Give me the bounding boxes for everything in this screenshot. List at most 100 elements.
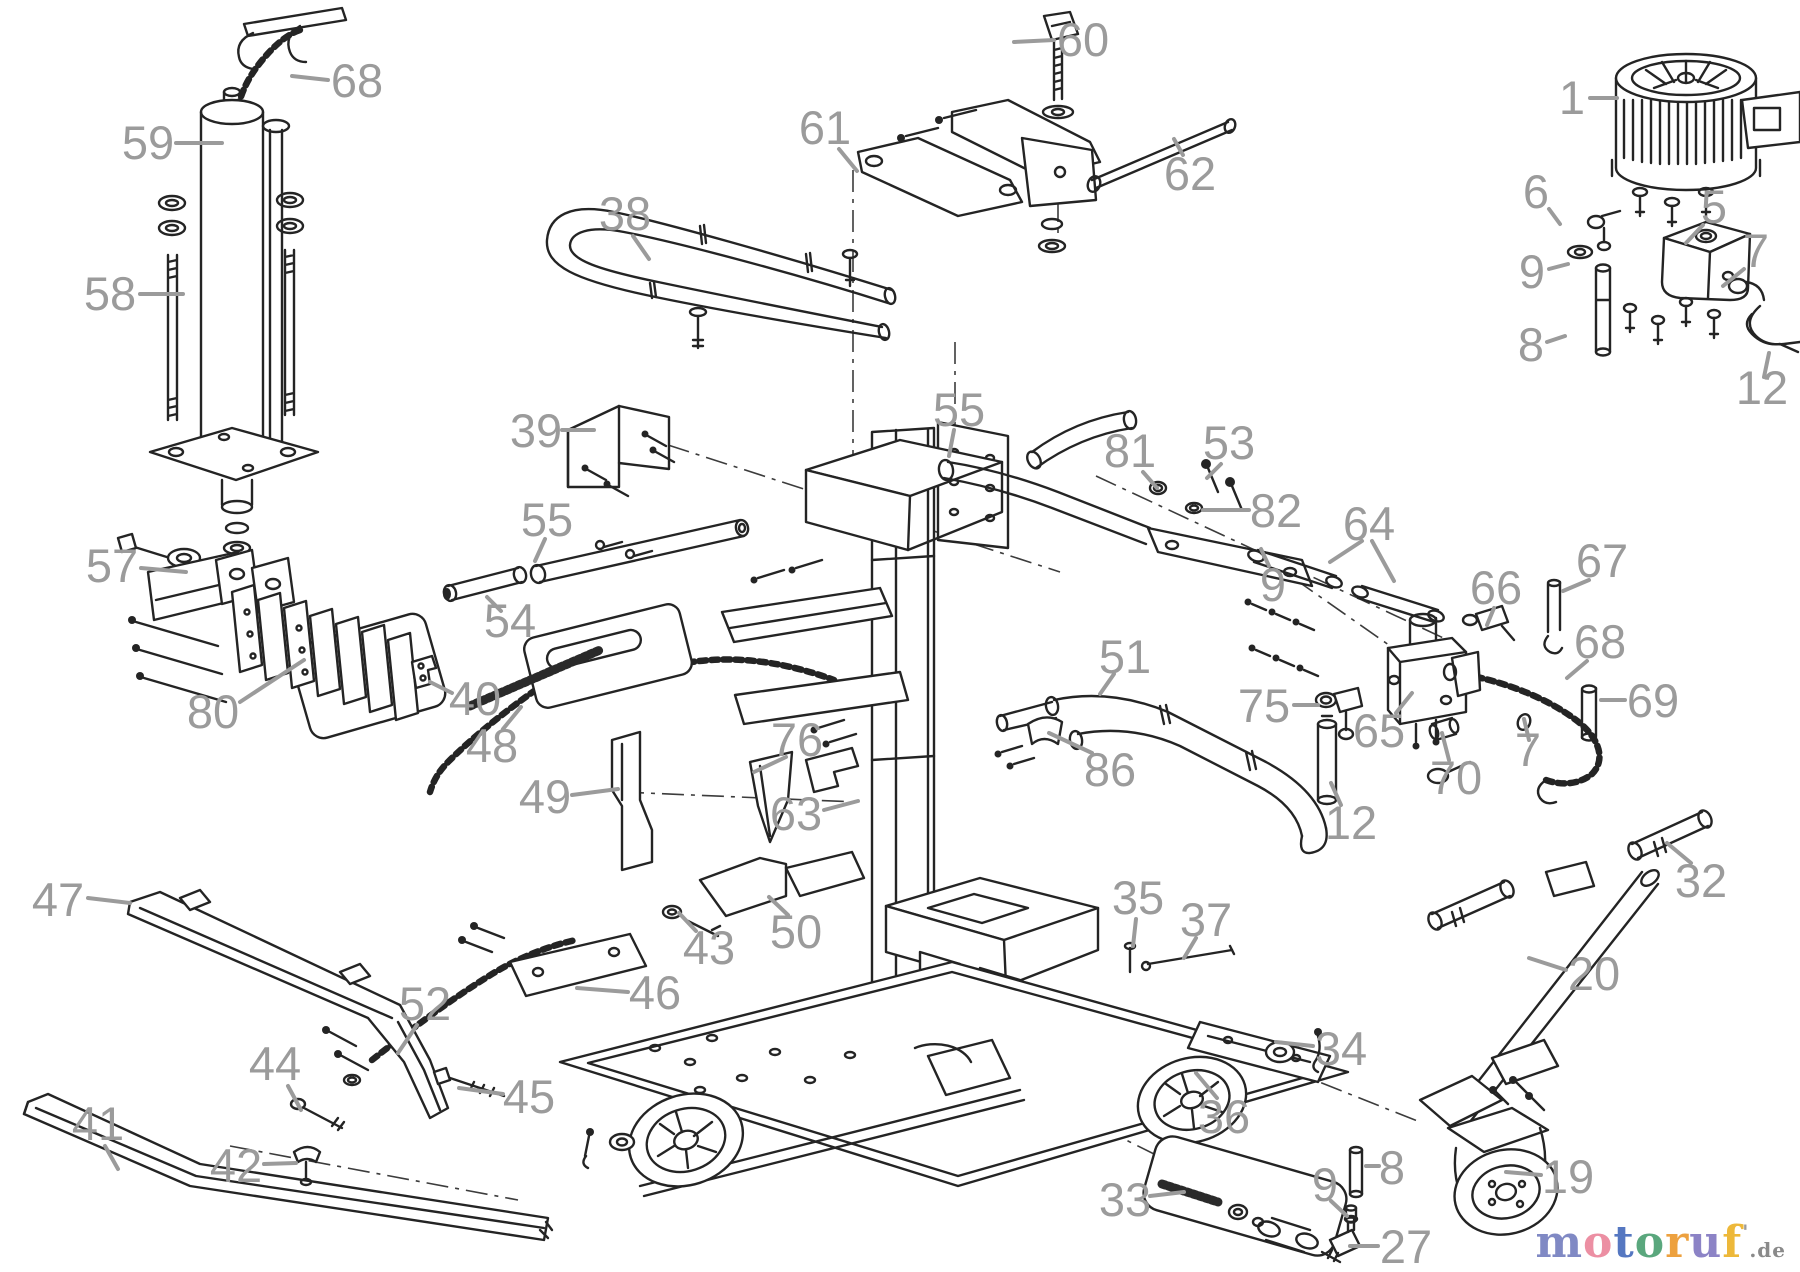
watermark-apostrophe: ' [1742,1220,1750,1244]
left-arm-assembly [442,518,750,603]
leader-line-52 [396,1023,419,1055]
valve-chain-68 [1448,668,1603,787]
leader-line-54 [485,595,503,613]
leader-line-55 [533,537,547,563]
bolt-45 [448,1076,506,1098]
leader-line-63 [822,799,860,812]
leader-line-32 [1665,841,1693,865]
tube-12 [1316,722,1338,802]
part-label-49: 49 [519,770,571,823]
cylinder-assembly [148,6,348,556]
part-label-60: 60 [1057,13,1109,66]
part-label-80: 80 [187,685,239,738]
part-label-12-2: 12 [1736,361,1788,414]
leader-line-66 [1485,606,1496,627]
leader-line-36 [1194,1071,1219,1100]
part-label-86: 86 [1084,743,1136,796]
latch-76 [804,746,860,794]
part-label-20: 20 [1568,947,1620,1000]
part-label-5: 5 [1701,180,1727,233]
part-label-9: 9 [1260,558,1286,611]
washer-9 [1566,244,1594,260]
leader-line-64 [1370,539,1396,583]
leader-line-53 [1205,462,1223,480]
leader-line-61 [837,147,859,173]
part-label-57: 57 [86,539,138,592]
leader-line-9 [1547,262,1570,271]
leader-line-62 [1172,137,1185,157]
part-label-32: 32 [1675,854,1727,907]
leader-line-50 [767,895,790,917]
pusher-plate-49 [610,730,654,872]
pin-8 [1348,1148,1364,1196]
part-label-34: 34 [1315,1022,1367,1075]
leader-line-33 [1148,1190,1186,1198]
base-frame [558,960,1350,1198]
leader-line-57 [139,566,188,574]
leader-line-48 [501,705,523,731]
grip-32 [1630,810,1710,860]
clamp-42 [292,1145,322,1164]
dipstick-chain-68 [234,26,304,112]
cover-box-39 [566,404,676,498]
leader-line-86 [1047,731,1094,755]
leader-line-40 [428,680,454,695]
wheel-left [627,1092,745,1188]
part-label-63: 63 [770,787,822,840]
part-label-9-2: 9 [1312,1158,1338,1211]
part-label-65: 65 [1353,704,1405,757]
leader-line-70 [1440,731,1451,762]
part-label-9-3: 9 [1519,245,1545,298]
part-label-27: 27 [1380,1220,1432,1272]
part-label-36: 36 [1198,1090,1250,1143]
leader-line-42 [262,1161,298,1166]
leader-line-67 [1561,578,1591,593]
leader-line-45 [457,1086,505,1096]
leader-line-76 [752,755,788,774]
motoruf-watermark: motoruf'.de [1535,1217,1786,1268]
part-label-40: 40 [449,672,501,725]
elbow-7 [1727,277,1749,295]
part-label-81: 81 [1104,424,1156,477]
top-bracket-assembly [856,10,1237,254]
leader-line-35 [1131,917,1138,948]
part-label-64: 64 [1343,497,1395,550]
part-label-53: 53 [1203,416,1255,469]
ball-joint-7 [1426,767,1450,785]
leader-line-41 [103,1144,120,1171]
leader-line-6 [1547,207,1562,226]
bolt-44 [302,1106,346,1132]
part-label-39: 39 [510,404,562,457]
caster-wheel-19 [1453,1148,1559,1236]
leader-line-12 [1762,351,1771,379]
part-label-35: 35 [1112,871,1164,924]
beam-47 [126,890,450,1120]
leader-line-49 [570,787,620,797]
leader-line-9 [1329,1199,1349,1218]
caster-bracket [1446,1106,1550,1154]
wheel-36 [1136,1055,1248,1145]
clamp-86 [1026,716,1064,746]
leader-line-51 [1098,672,1116,696]
part-label-41: 41 [72,1097,124,1150]
bolt-53 [1206,466,1220,494]
watermark-letter: o [1583,1217,1614,1268]
part-label-62: 62 [1164,147,1216,200]
part-label-50: 50 [770,905,822,958]
leader-line-80 [238,658,306,704]
part-label-70: 70 [1430,751,1482,804]
watermark-letter: o [1634,1217,1666,1268]
watermark-letter: r [1665,1217,1690,1268]
lower-handle-assembly [994,694,1328,855]
valve-body-65 [1386,636,1468,726]
watermark-letter: t [1613,1217,1635,1268]
part-label-46: 46 [629,966,681,1019]
plate-46 [508,932,648,998]
leader-line-47 [86,896,132,905]
part-label-38: 38 [599,187,651,240]
fitting-70 [1430,716,1458,742]
leader-line-38 [631,234,651,261]
leader-line-19 [1504,1170,1543,1177]
